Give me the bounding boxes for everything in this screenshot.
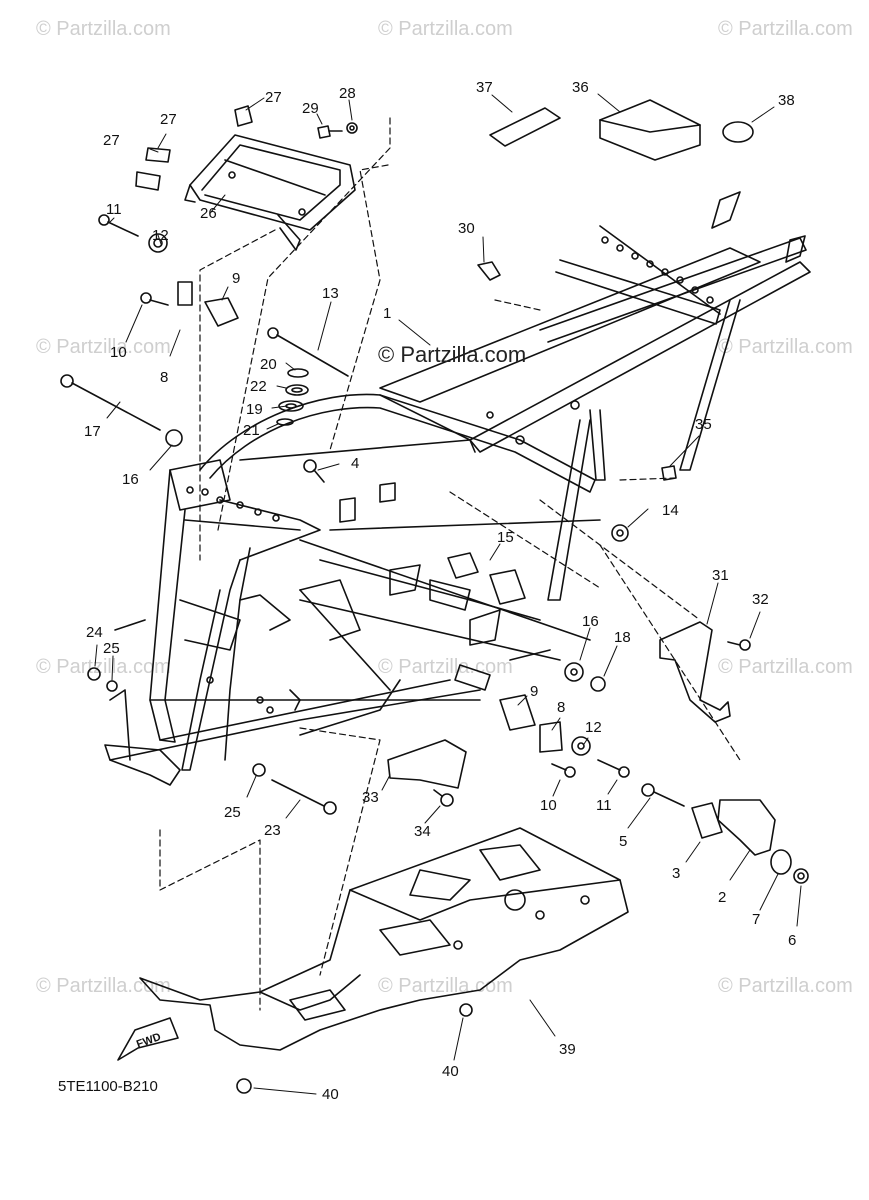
fwd-arrow [117, 1017, 179, 1061]
callout-29: 29 [302, 100, 319, 117]
watermark-bottom-middle: © Partzilla.com [378, 975, 513, 997]
callout-10: 10 [540, 797, 557, 814]
skid-bolt-lower [236, 1078, 252, 1094]
callout-1: 1 [383, 305, 391, 322]
callout-34: 34 [414, 823, 431, 840]
callout-19: 19 [246, 401, 263, 418]
watermark-mid-left: © Partzilla.com [36, 336, 171, 358]
callout-40: 40 [442, 1063, 459, 1080]
main-frame [104, 191, 811, 786]
battery-box-bracket [135, 105, 356, 251]
callout-4: 4 [351, 455, 359, 472]
callout-8: 8 [160, 369, 168, 386]
callout-11: 11 [596, 797, 612, 814]
callout-23: 23 [264, 822, 281, 839]
callout-16: 16 [582, 613, 599, 630]
callout-38: 38 [778, 92, 795, 109]
callout-39: 39 [559, 1041, 576, 1058]
watermark-bottom-left: © Partzilla.com [36, 975, 171, 997]
callout-12: 12 [585, 719, 602, 736]
callout-9: 9 [232, 270, 240, 287]
callout-18: 18 [614, 629, 631, 646]
callout-27: 27 [103, 132, 120, 149]
callout-2: 2 [718, 889, 726, 906]
callout-8: 8 [557, 699, 565, 716]
watermark-center: © Partzilla.com [378, 342, 527, 367]
watermark-top-right: © Partzilla.com [718, 18, 853, 40]
callout-27: 27 [160, 111, 177, 128]
watermark-mid-right: © Partzilla.com [718, 336, 853, 358]
callout-25: 25 [224, 804, 241, 821]
callout-10: 10 [110, 344, 127, 361]
phantom-lines [159, 117, 741, 1011]
callout-13: 13 [322, 285, 339, 302]
callout-15: 15 [497, 529, 514, 546]
fwd-label: FWD [135, 1031, 163, 1051]
diagram-code: 5TE1100-B210 [58, 1078, 158, 1095]
callout-9: 9 [530, 683, 538, 700]
watermark-top-left: © Partzilla.com [36, 18, 171, 40]
callout-24: 24 [86, 624, 103, 641]
leader-lines [94, 93, 802, 1095]
watermark-top-middle: © Partzilla.com [378, 18, 513, 40]
small-parts [60, 99, 809, 884]
watermark-lower-middle: © Partzilla.com [378, 656, 513, 678]
callout-27: 27 [265, 89, 282, 106]
callout-36: 36 [572, 79, 589, 96]
callout-30: 30 [458, 220, 475, 237]
callout-17: 17 [84, 423, 101, 440]
callout-40: 40 [322, 1086, 339, 1103]
callout-31: 31 [712, 567, 729, 584]
callout-25: 25 [103, 640, 120, 657]
watermark-lower-right: © Partzilla.com [718, 656, 853, 678]
callout-33: 33 [362, 789, 379, 806]
callout-21: 21 [243, 422, 260, 439]
callout-14: 14 [662, 502, 679, 519]
callout-16: 16 [122, 471, 139, 488]
callout-6: 6 [788, 932, 796, 949]
callout-3: 3 [672, 865, 680, 882]
callout-28: 28 [339, 85, 356, 102]
callout-22: 22 [250, 378, 267, 395]
callout-labels: 1 2 3 4 5 6 7 8 8 9 9 10 10 11 11 12 12 … [84, 79, 796, 1103]
callout-7: 7 [752, 911, 760, 928]
watermark-bottom-right: © Partzilla.com [718, 975, 853, 997]
callout-11: 11 [106, 201, 122, 218]
skid-bolt-upper [459, 1003, 473, 1017]
watermark-lower-left: © Partzilla.com [36, 656, 171, 678]
callout-5: 5 [619, 833, 627, 850]
callout-37: 37 [476, 79, 493, 96]
callout-32: 32 [752, 591, 769, 608]
callout-35: 35 [695, 416, 712, 433]
skid-plate [139, 827, 629, 1051]
callout-12: 12 [152, 227, 169, 244]
callout-20: 20 [260, 356, 277, 373]
callout-26: 26 [200, 205, 217, 222]
